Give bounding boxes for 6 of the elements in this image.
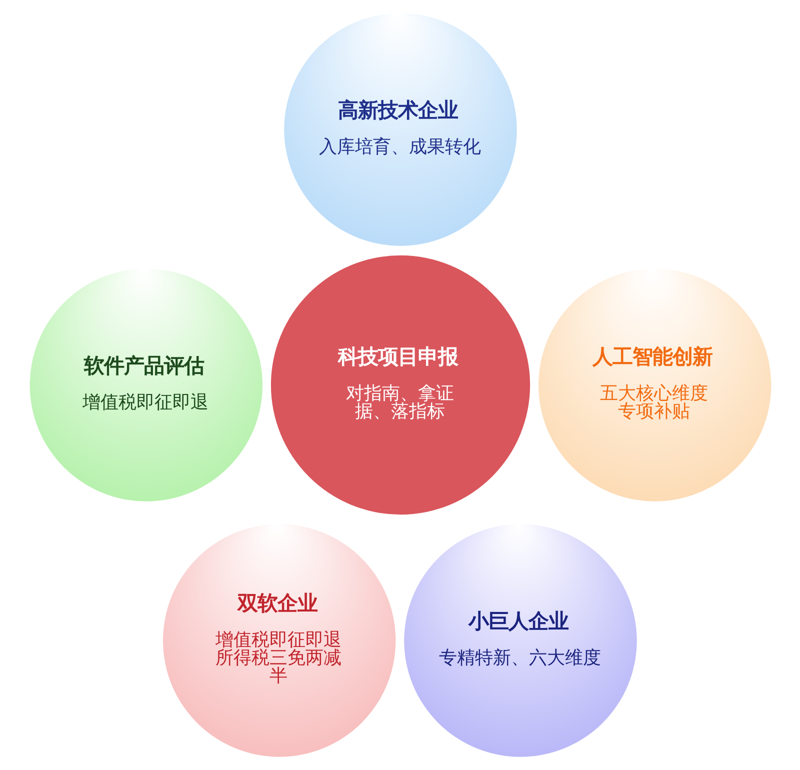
node-circle: 人工智能创新 五大核心维度专项补贴 [538,268,771,502]
node-circle: 高新技术企业 入库培育、成果转化 [284,13,516,246]
node-circle: 双软企业 增值税即征即退所得税三免两减半 [162,524,396,757]
node-circle: 软件产品评估 增值税即征即退 [29,268,262,502]
node-circle: 小巨人企业 专精特新、六大维度 [404,524,636,757]
node-circle: 科技项目申报 对指南、拿证据、落指标 [270,255,530,515]
